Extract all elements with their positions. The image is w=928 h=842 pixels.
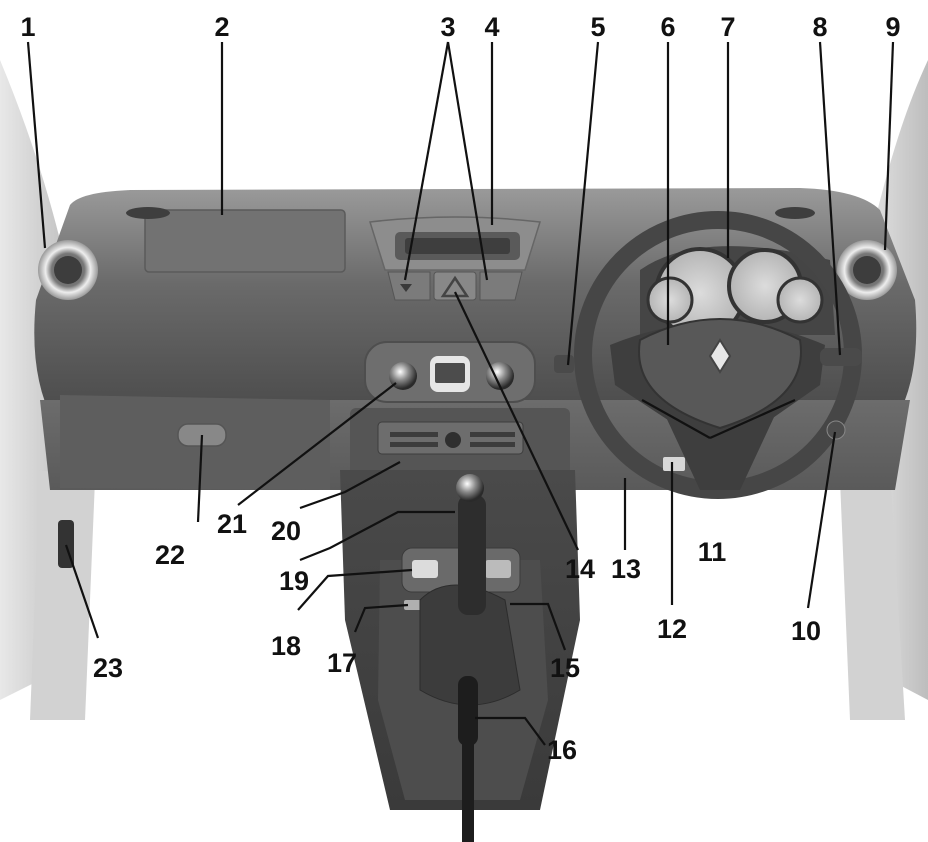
left-pillar xyxy=(0,60,95,720)
climate-control-panel[interactable] xyxy=(364,341,536,403)
callout-3: 3 xyxy=(440,12,455,42)
callout-14: 14 xyxy=(565,554,595,584)
callout-labels: 1 2 3 4 5 6 7 8 9 10 11 12 13 14 15 16 1… xyxy=(20,12,900,765)
ignition-switch[interactable] xyxy=(826,420,846,440)
callout-16: 16 xyxy=(547,735,577,765)
callout-6: 6 xyxy=(660,12,675,42)
callout-22: 22 xyxy=(155,540,185,570)
instrument-cluster xyxy=(640,246,835,339)
callout-10: 10 xyxy=(791,616,821,646)
callout-7: 7 xyxy=(720,12,735,42)
centre-air-vents[interactable] xyxy=(387,271,523,301)
side-air-vent-left[interactable] xyxy=(38,240,98,300)
speaker-grille-left xyxy=(126,207,170,219)
callout-20: 20 xyxy=(271,516,301,546)
leader-lines xyxy=(26,41,895,746)
hazard-warning-switch[interactable] xyxy=(433,271,477,301)
callout-19: 19 xyxy=(279,566,309,596)
wiper-stalk[interactable] xyxy=(820,348,862,366)
driver-airbag-hub xyxy=(638,318,802,430)
speaker-grille-right xyxy=(775,207,815,219)
callout-13: 13 xyxy=(611,554,641,584)
callout-15: 15 xyxy=(550,653,580,683)
callout-12: 12 xyxy=(657,614,687,644)
passenger-airbag-panel xyxy=(144,209,346,273)
callout-4: 4 xyxy=(484,12,499,42)
callout-21: 21 xyxy=(217,509,247,539)
handbrake-lever[interactable] xyxy=(458,676,478,842)
callout-17: 17 xyxy=(327,648,357,678)
centre-display-unit xyxy=(369,216,541,271)
callout-11: 11 xyxy=(698,537,727,567)
radio-unit[interactable] xyxy=(350,408,570,478)
lighting-stalk[interactable] xyxy=(554,355,574,373)
callout-23: 23 xyxy=(93,653,123,683)
gear-lever[interactable] xyxy=(419,474,521,706)
callout-18: 18 xyxy=(271,631,301,661)
side-air-vent-right[interactable] xyxy=(837,240,897,300)
callout-5: 5 xyxy=(590,12,605,42)
bonnet-release[interactable] xyxy=(663,457,685,471)
callout-1: 1 xyxy=(20,12,35,42)
callout-2: 2 xyxy=(214,12,229,42)
callout-9: 9 xyxy=(885,12,900,42)
callout-8: 8 xyxy=(812,12,827,42)
